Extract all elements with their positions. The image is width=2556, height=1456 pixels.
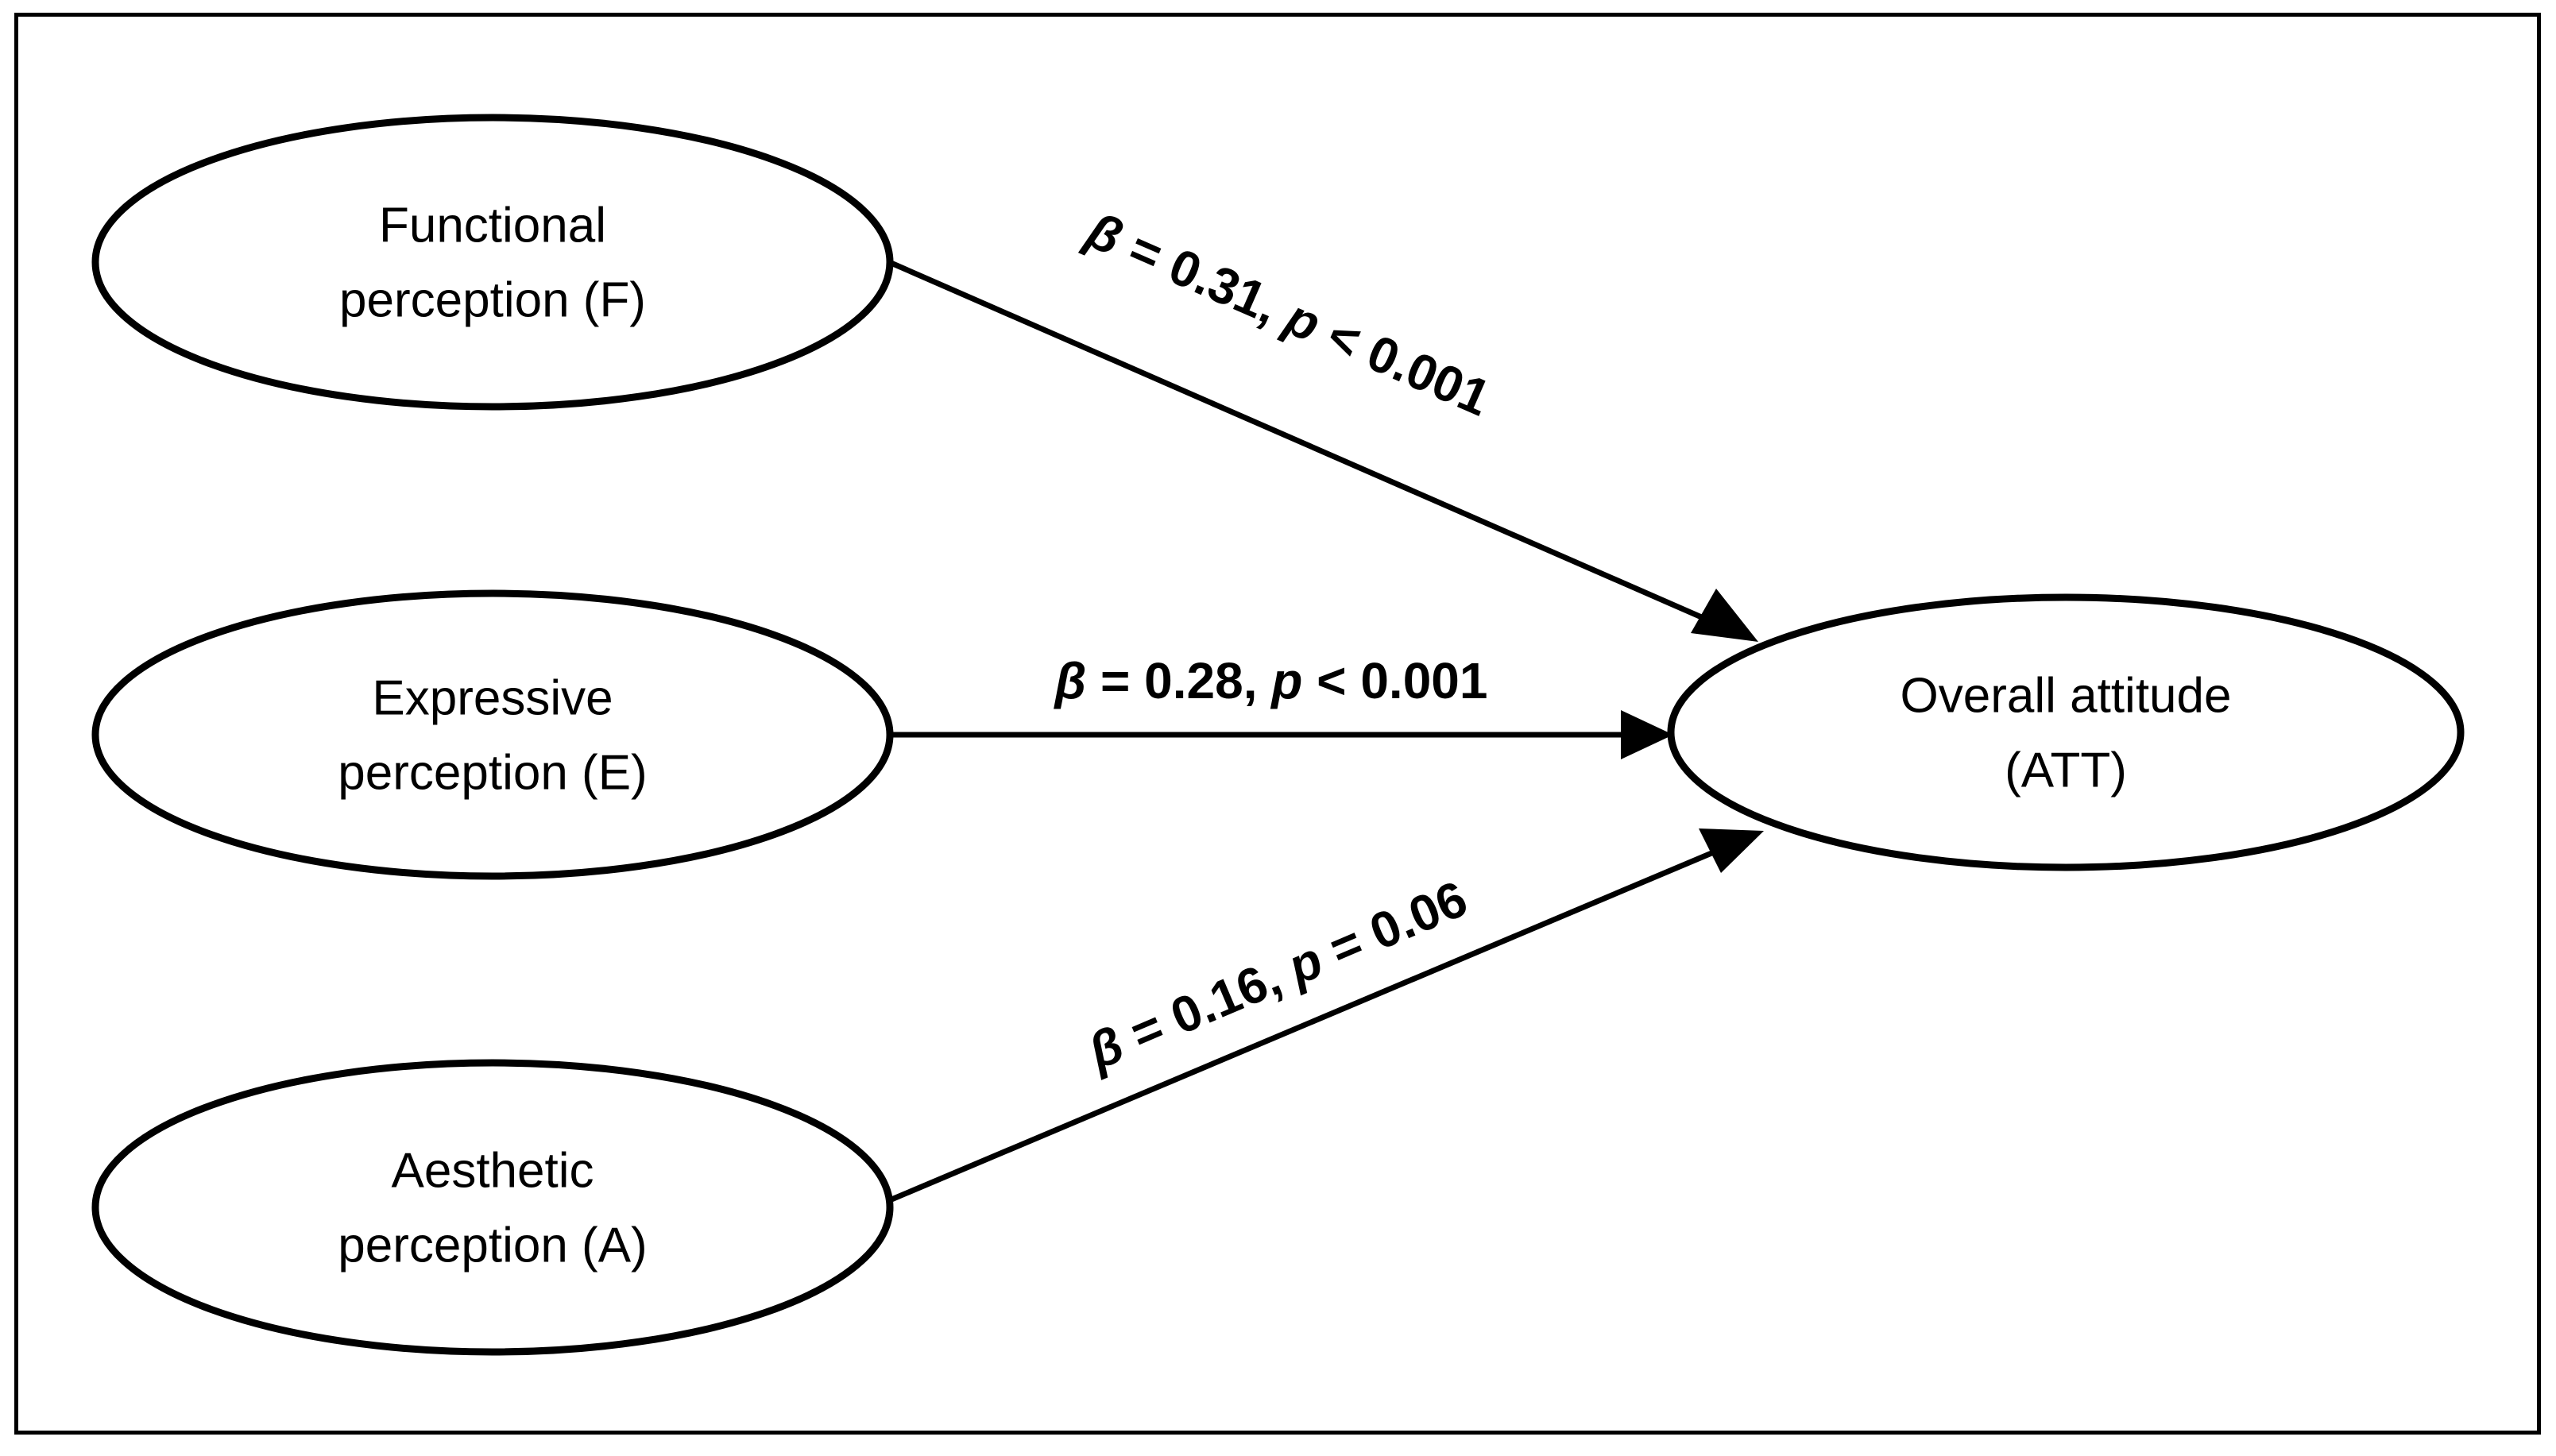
path-label-expressive-to-attitude: β = 0.28, p < 0.001 — [1054, 652, 1488, 709]
node-overall-attitude[interactable]: Overall attitude (ATT) — [1667, 593, 2465, 871]
beta-value-3: = 0.16, — [1109, 943, 1302, 1068]
node-label-aesthetic-line2: perception (A) — [338, 1218, 647, 1273]
p-symbol-2: p — [1270, 652, 1302, 709]
path-label-functional-to-attitude: β = 0.31, p < 0.001 — [1077, 200, 1498, 427]
node-functional-perception[interactable]: Functional perception (F) — [91, 114, 894, 411]
path-group-functional-to-attitude[interactable] — [880, 256, 1758, 642]
node-label-attitude-line2: (ATT) — [2005, 743, 2127, 798]
ellipse-functional-perception — [91, 114, 894, 411]
path-group-expressive-to-attitude[interactable] — [890, 710, 1673, 759]
node-aesthetic-perception[interactable]: Aesthetic perception (A) — [91, 1059, 894, 1356]
ellipse-aesthetic-perception — [91, 1059, 894, 1356]
node-label-expressive-line1: Expressive — [372, 670, 613, 725]
node-label-aesthetic-line1: Aesthetic — [391, 1143, 594, 1198]
arrowhead-expressive-to-attitude — [1621, 710, 1673, 759]
node-expressive-perception[interactable]: Expressive perception (E) — [91, 589, 894, 880]
path-line-aesthetic-to-attitude — [884, 837, 1743, 1205]
path-group-aesthetic-to-attitude[interactable] — [884, 828, 1764, 1205]
beta-symbol-2: β — [1054, 652, 1087, 709]
p-value-2: < 0.001 — [1302, 652, 1487, 709]
ellipse-expressive-perception — [91, 589, 894, 880]
p-value-1: < 0.001 — [1306, 300, 1498, 427]
arrowhead-functional-to-attitude — [1691, 589, 1758, 642]
node-label-functional-line1: Functional — [379, 198, 606, 253]
node-label-attitude-line1: Overall attitude — [1901, 668, 2232, 723]
beta-value-2: = 0.28, — [1086, 652, 1271, 709]
arrowhead-aesthetic-to-attitude — [1699, 828, 1764, 873]
path-line-functional-to-attitude — [880, 256, 1738, 635]
node-label-functional-line2: perception (F) — [339, 272, 646, 327]
beta-value-1: = 0.31, — [1108, 214, 1300, 340]
node-label-expressive-line2: perception (E) — [338, 745, 647, 800]
ellipse-overall-attitude — [1667, 593, 2465, 871]
